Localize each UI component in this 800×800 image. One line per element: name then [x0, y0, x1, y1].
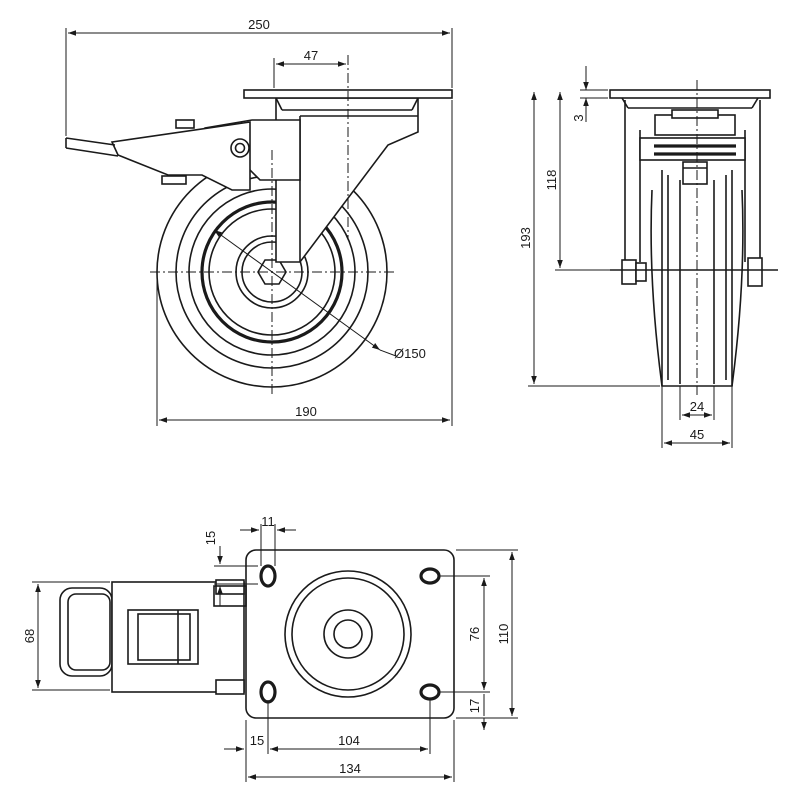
dim-label-190: 190: [295, 404, 317, 419]
dim-label-76: 76: [467, 627, 482, 641]
dim-label-3: 3: [571, 114, 586, 121]
dim-hole-edge-side: 17: [467, 694, 487, 730]
mounting-plate: [213, 549, 455, 719]
front-view: 3 118 193 24 45: [518, 66, 778, 448]
dim-axle-height: 118: [544, 92, 620, 271]
dim-label-47: 47: [304, 48, 318, 63]
dim-hole-spacing-y: 76: [440, 575, 490, 693]
front-axle: [610, 257, 778, 287]
dim-wheel-diameter: Ø150: [213, 229, 426, 361]
dim-hole-spacing-x: 15 104: [224, 700, 431, 754]
dim-plate-width-y: 110: [456, 549, 518, 719]
dim-overall-length: 250: [65, 17, 453, 136]
dim-label-193: 193: [518, 227, 533, 249]
dim-label-134: 134: [339, 761, 361, 776]
dim-label-68: 68: [22, 629, 37, 643]
dim-label-110: 110: [496, 624, 511, 645]
brake-assembly: [65, 119, 301, 191]
brake-pedal-top: [59, 579, 245, 695]
dim-label-15-left: 15: [250, 733, 264, 748]
dim-label-17: 17: [467, 699, 482, 713]
swivel-rings: [284, 570, 412, 698]
dim-hole-dia: 11: [240, 514, 296, 566]
dim-label-150: Ø150: [394, 346, 426, 361]
dim-label-11: 11: [261, 514, 275, 529]
front-wheel: [650, 170, 744, 387]
dim-brake-width: 68: [22, 581, 110, 691]
dim-fork-width: 45: [661, 386, 733, 448]
front-fork-outer: [624, 100, 761, 262]
dim-label-250: 250: [248, 17, 270, 32]
front-top-plate: [609, 89, 771, 99]
dim-plate-offset: 47: [273, 48, 346, 88]
side-view: 250 47 190 Ø150: [65, 17, 453, 426]
dim-plate-thickness: 3: [571, 66, 608, 122]
dim-label-104: 104: [338, 733, 360, 748]
dim-label-118: 118: [544, 170, 559, 191]
dim-swivel-width: 190: [156, 100, 453, 426]
dim-label-45: 45: [690, 427, 704, 442]
top-view: 11 15 68 76 110: [22, 514, 518, 782]
swivel-bearing: [639, 109, 746, 185]
dim-label-15-top: 15: [203, 531, 218, 545]
dim-hole-edge-top: 15: [203, 531, 258, 606]
dim-plate-length-x: 134: [245, 720, 455, 782]
dim-total-height: 193: [518, 92, 660, 387]
dim-label-24: 24: [690, 399, 704, 414]
dim-wheel-width: 24: [679, 386, 715, 420]
